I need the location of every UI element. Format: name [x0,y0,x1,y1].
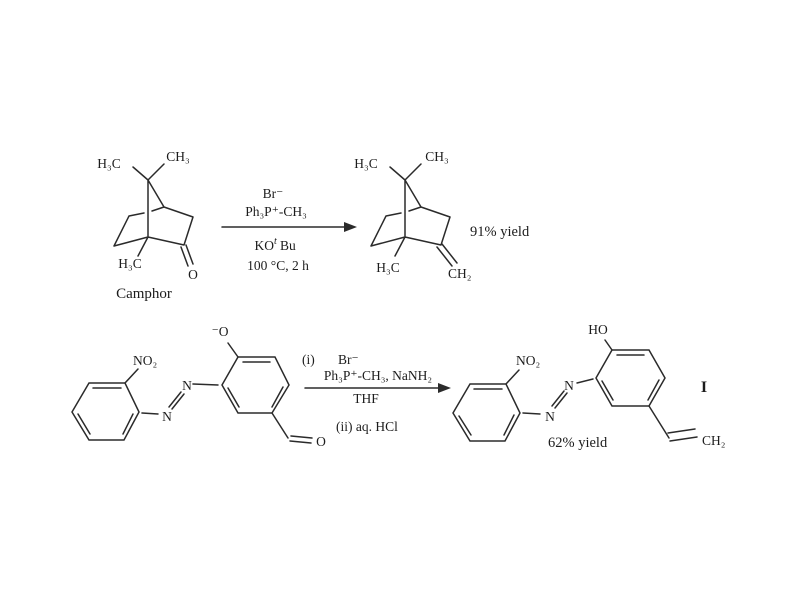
bottom-yield-label: 62% yield [548,435,608,451]
camphor-methyl-label-bottom: H₃C [118,256,141,271]
reactant-azo-double-bond [168,391,185,410]
azo-phenolate-reactant-structure: NO₂ N N ⁻O O [71,324,326,449]
reactant-phenolate-oxygen-label: ⁻O [212,324,229,339]
reactant-phenolate-oxygen-bond [227,342,239,358]
camphor-structure: H₃C CH₃ H₃C O Camphor [97,149,198,302]
bottom-arrow-head [438,383,451,393]
azo-phenol-product-structure: NO₂ N N HO CH₂ I 62% yield [452,322,725,451]
camphor-carbonyl-oxygen-label: O [188,267,198,282]
bottom-reagents-label: Ph₃P⁺-CH₃, NaNH₂ [324,368,432,383]
camphor-methyl-label-top-left: H₃C [97,156,120,171]
product-azo-bonds [522,378,594,415]
compound-number-label: I [701,379,707,396]
product-hydroxyl-bond [604,339,613,351]
methylenecamphor-structure: H₃C CH₃ H₃C CH₂ 91% yield [354,149,530,281]
top-ylide-label: Ph₃P⁺-CH₃ [245,204,307,219]
product-azo-n-upper-label: N [564,378,574,393]
bottom-reaction-arrow: (i) Br⁻ Ph₃P⁺-CH₃, NaNH₂ THF (ii) aq. HC… [302,352,451,434]
reactant-aldehyde-bond [271,412,289,439]
reactant-nitro-bond [124,368,139,384]
top-base-label-pre: KO [255,238,275,253]
product-phenol-ring-double-bonds [601,354,660,401]
reactant-aldehyde-double-bond [289,435,313,444]
product-vinyl-bond [648,405,670,439]
reactant-aldehyde-oxygen-label: O [316,434,326,449]
bottom-bromide-label: Br⁻ [338,352,359,367]
product-nitro-label: NO₂ [516,353,540,368]
product-nitrophenyl-ring [452,383,521,442]
bottom-solvent-label: THF [353,391,379,406]
camphor-methyl-label-top-right: CH₃ [166,149,190,164]
top-yield-label: 91% yield [470,224,530,240]
product-methyl-label-bottom: H₃C [376,260,399,275]
reactant-nitrophenyl-ring [71,382,140,441]
top-base-label-superscript: t [274,236,277,247]
reactant-nitrophenyl-ring-double-bonds [77,387,134,435]
reactant-phenolate-ring [221,356,290,414]
camphor-carbonyl-double-bond [180,244,194,267]
reactant-nitro-label: NO₂ [133,353,157,368]
camphor-skeleton-bonds [113,163,194,257]
product-methyl-label-top-left: H₃C [354,156,377,171]
top-bromide-label: Br⁻ [263,186,284,201]
product-azo-n-lower-label: N [545,409,555,424]
product-hydroxyl-label: HO [588,322,608,337]
reactant-azo-bonds [141,383,219,415]
reactant-azo-n-lower-label: N [162,409,172,424]
product-methyl-label-top-right: CH₃ [425,149,449,164]
product-nitrophenyl-ring-double-bonds [458,388,515,436]
product-phenol-ring [595,349,666,407]
product-azo-double-bond [551,390,568,409]
reactant-phenolate-ring-double-bonds [227,361,284,408]
product-vinyl-double-bond [667,428,698,442]
top-base-label-post: Bu [280,238,296,253]
product-methylene-label: CH₂ [448,266,471,281]
bottom-step1-label: (i) [302,352,315,367]
camphor-name-label: Camphor [116,286,172,302]
methylenecamphor-skeleton-bonds [370,163,451,257]
top-reaction-arrow: Br⁻ Ph₃P⁺-CH₃ KO t Bu 100 °C, 2 h [221,186,357,273]
bottom-step2-label: (ii) aq. HCl [336,419,398,434]
methylenecamphor-exocyclic-double-bond [436,243,458,267]
top-temperature-time-label: 100 °C, 2 h [247,258,309,273]
top-arrow-head [344,222,357,232]
reactant-azo-n-upper-label: N [182,378,192,393]
product-nitro-bond [505,369,520,385]
product-vinyl-ch2-label: CH₂ [702,433,725,448]
